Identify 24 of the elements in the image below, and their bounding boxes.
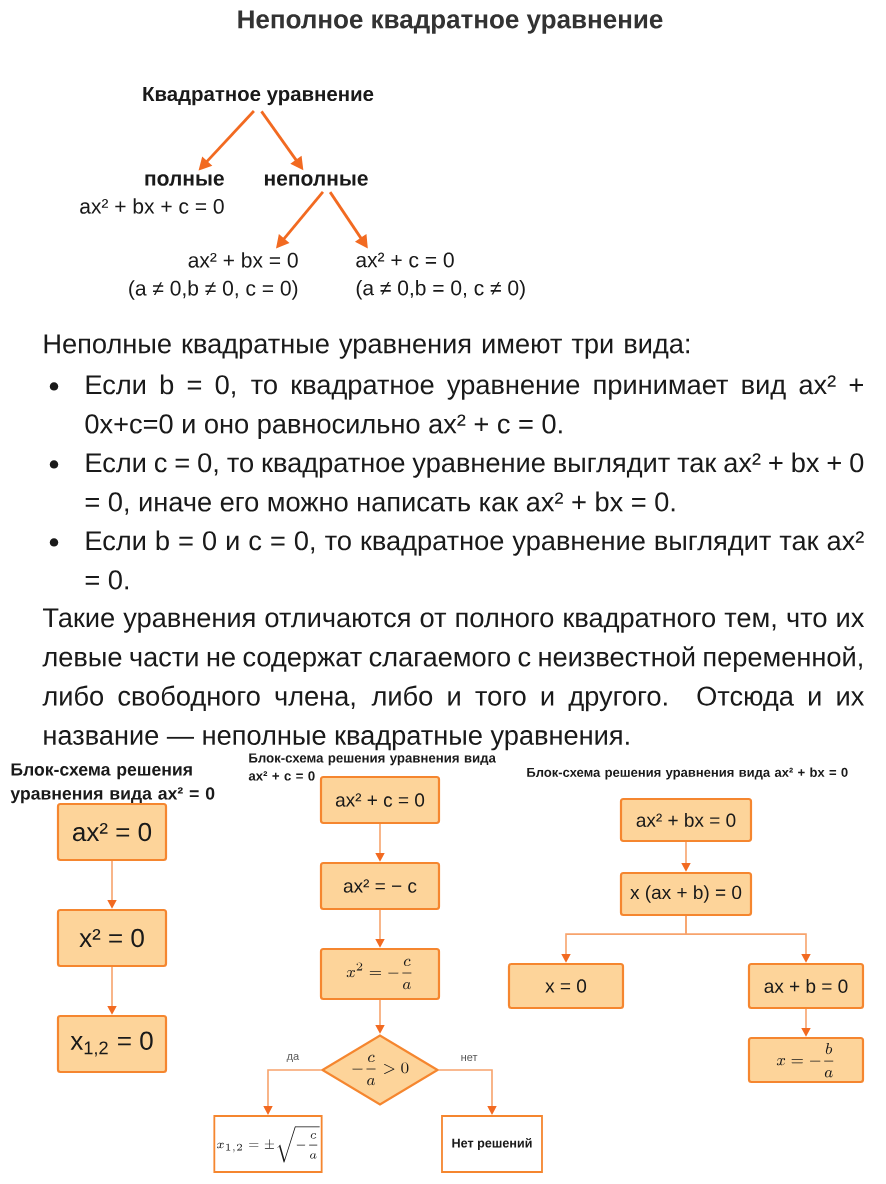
process-box: x = 0	[507, 962, 625, 1010]
paragraph: Неполные квадратные уравнения имеют три вида:	[44, 334, 689, 359]
process-box: ax² = 0	[56, 802, 168, 862]
process-box: ax² = − c	[319, 861, 441, 911]
process-box: $x^{2} = -\frac{c}{a}$	[319, 947, 441, 1001]
process-box: x (ax + b) = 0	[619, 871, 753, 917]
tree-label: Квадратное уравнение	[143, 86, 374, 106]
process-box: ax² + c = 0	[319, 775, 441, 825]
process-box: $x = -\frac{b}{a}$	[747, 1036, 865, 1084]
title: Неполное квадратное уравнение	[238, 10, 663, 34]
tree-label: неполные	[265, 174, 368, 186]
result-box: $x_{1,2} = \pm\sqrt{-\frac{c}{a}}$	[213, 1115, 323, 1173]
bullet-item: Если b = 0 и c = 0, то квадратное уравнение выглядит так ax² = 0.	[85, 530, 864, 590]
flowchart-heading: Блок-схема решения уравнения вида ax² = 0	[10, 763, 215, 804]
paragraph: Такие уравнения отличаются от полного квадратного тем, что их левые части не содержат слагаемого с неизвестной переменной, либо свободного члена, либо и того и другого. Отсюда и их название — неполные квадратные уравнения.	[42, 608, 865, 751]
tree-label: ax² + c = 0 (a ≠ 0,b = 0, c ≠ 0)	[356, 252, 525, 300]
process-box: x² = 0	[56, 908, 168, 968]
process-box: ax + b = 0	[747, 962, 865, 1010]
tree-label: ax² + bx = 0 (a ≠ 0,b ≠ 0, c = 0)	[129, 252, 298, 300]
bullet-item: Если b = 0, то квадратное уравнение принимает вид ax² + 0x+c=0 и оно равносильно ax² + c = 0.	[85, 374, 863, 439]
bullet-item: Если c = 0, то квадратное уравнение выглядит так ax² + bx + 0 = 0, иначе его можно написать как ax² + bx = 0.	[85, 452, 864, 515]
tree-label: полные ax² + bx + c = 0	[80, 174, 224, 214]
process-box: ax² + bx = 0	[619, 797, 753, 843]
process-box: x$_{1,2}$ = 0	[56, 1014, 168, 1074]
